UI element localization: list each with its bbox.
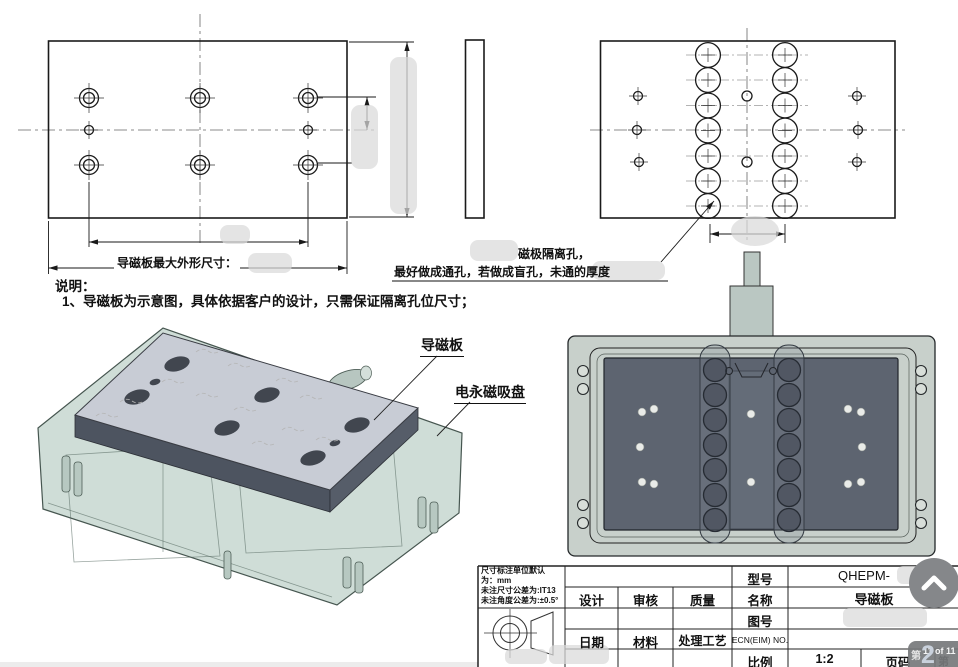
titleblock-page-label: 页码	[885, 656, 911, 667]
note-line-1: 1、导磁板为示意图，具体依据客户的设计，只需保证隔离孔位尺寸；	[62, 294, 475, 309]
titleblock-scale-value: 1:2	[815, 652, 834, 666]
outer-dimension-label: 导磁板最大外形尺寸：	[114, 254, 241, 271]
titleblock-process-label: 处理工艺	[678, 634, 727, 648]
chuck-label-leader	[436, 401, 471, 437]
titleblock-review-label: 审核	[632, 594, 658, 608]
back-to-top-button[interactable]	[909, 558, 958, 608]
tolerance-note: 未注尺寸公差为:IT13	[481, 586, 556, 595]
page-badge-prefix: 第	[911, 651, 921, 662]
notes-heading: 说明：	[55, 279, 96, 294]
pole-hole-view	[392, 28, 905, 282]
page-badge-current: 2	[921, 641, 935, 667]
angle-tolerance-note: 未注角度公差为:±0.5°	[481, 596, 559, 605]
titleblock-date-label: 日期	[578, 636, 604, 650]
titleblock-material-label: 材料	[632, 636, 658, 650]
chuck-callout-label: 电永磁吸盘	[454, 382, 526, 404]
iso-3d-view	[37, 327, 471, 606]
titleblock-ecn-label: ECN(EIM) NO.	[731, 635, 789, 645]
side-view	[464, 39, 485, 219]
titleblock-design-label: 设计	[578, 594, 604, 608]
unit-note-line1: 尺寸标注单位默认	[481, 566, 545, 575]
plate-holes	[124, 356, 370, 466]
plate-label-leader	[373, 355, 438, 421]
titleblock-drawingno-label: 图号	[747, 615, 773, 629]
titleblock-name-value: 导磁板	[854, 592, 894, 607]
assembled-top-view	[567, 251, 936, 557]
page-badge-range: 11 of 11	[923, 646, 956, 656]
titleblock-name-label: 名称	[747, 594, 773, 608]
bottom-strip	[0, 662, 478, 667]
hidden-pole-waves	[95, 348, 341, 446]
plate-callout-label: 导磁板	[420, 335, 464, 357]
titleblock-notes: 尺寸标注单位默认 为：mm 未注尺寸公差为:IT13 未注角度公差为:±0.5°	[481, 566, 564, 606]
unit-note-line2: 为：mm	[481, 576, 512, 585]
hole-annotation-line1: 磁极隔离孔，	[518, 247, 591, 261]
page-indicator-badge: 第 11 of 11 2	[908, 641, 958, 667]
titleblock-quality-label: 质量	[689, 594, 715, 608]
hole-annotation-line2: 最好做成通孔，若做成盲孔，未通的厚度	[394, 265, 611, 279]
clamp-pins	[61, 455, 439, 594]
titleblock-model-label: 型号	[747, 573, 773, 587]
titleblock-scale-label: 比例	[747, 656, 773, 667]
chevron-up-icon	[921, 575, 947, 591]
titleblock-model-value: QHEPM-	[838, 568, 890, 583]
